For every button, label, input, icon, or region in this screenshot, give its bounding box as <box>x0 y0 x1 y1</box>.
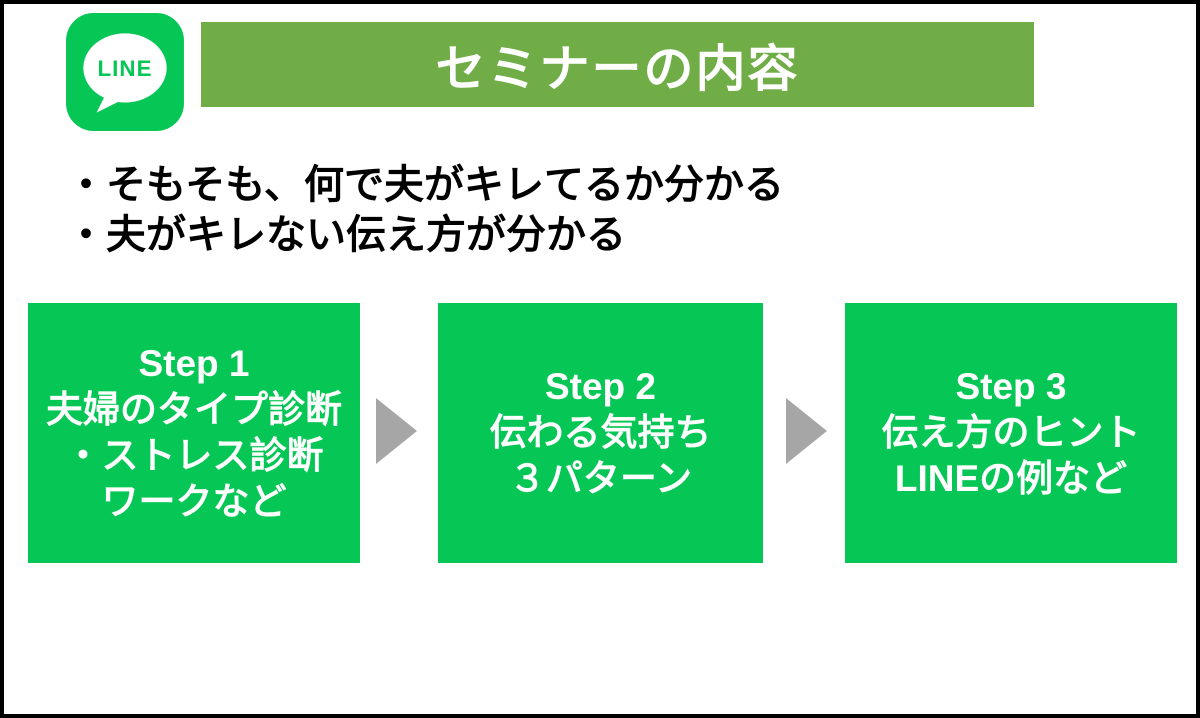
step-2-line: 伝わる気持ち <box>489 412 712 453</box>
step-2-title: Step 2 <box>544 366 657 407</box>
step-box-1: Step 1 夫婦のタイプ診断 ・ストレス診断 ワークなど <box>28 303 360 563</box>
step-1-line: ワークなど <box>101 481 287 522</box>
step-3-title: Step 3 <box>955 366 1067 407</box>
line-app-icon: LINE <box>64 11 186 133</box>
bullet-line-2: ・夫がキレない伝え方が分かる <box>66 213 626 257</box>
step-3-line: 伝え方のヒント <box>881 412 1141 453</box>
bullet-list: ・そもそも、何で夫がキレてるか分かる ・夫がキレない伝え方が分かる <box>66 160 784 260</box>
line-logo-text: LINE <box>98 56 153 81</box>
step-3-line: LINEの例など <box>894 458 1128 499</box>
line-logo-icon: LINE <box>66 13 184 131</box>
page-title: セミナーの内容 <box>435 40 800 97</box>
arrow-right-icon <box>786 398 827 464</box>
step-1-line: ・ストレス診断 <box>64 435 324 476</box>
step-box-2: Step 2 伝わる気持ち ３パターン <box>438 303 763 563</box>
bullet-line-1: ・そもそも、何で夫がキレてるか分かる <box>66 163 784 207</box>
step-1-title: Step 1 <box>138 343 250 384</box>
step-1-line: 夫婦のタイプ診断 <box>46 389 342 430</box>
header-bar: セミナーの内容 <box>201 22 1034 107</box>
step-2-line: ３パターン <box>508 458 693 499</box>
arrow-right-icon <box>376 398 417 464</box>
step-box-3: Step 3 伝え方のヒント LINEの例など <box>845 303 1177 563</box>
